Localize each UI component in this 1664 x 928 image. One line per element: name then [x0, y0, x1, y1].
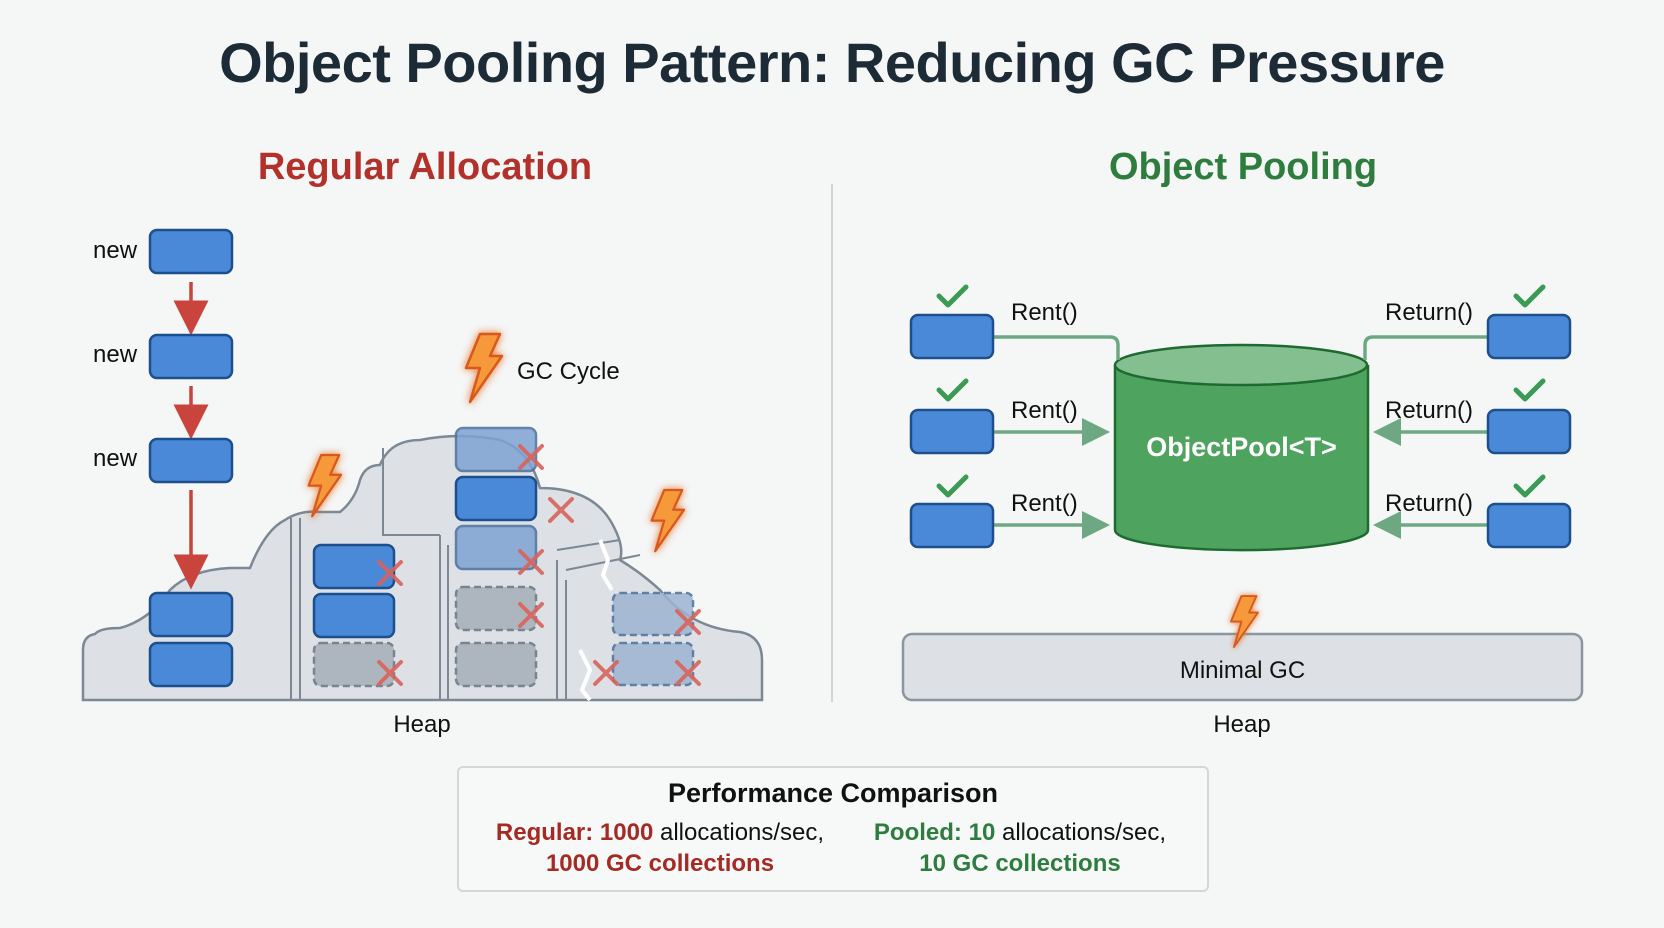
check-icon	[1513, 474, 1546, 498]
dead-object	[611, 641, 695, 687]
regular-allocations: 1000	[599, 819, 654, 846]
regular-allocations-suffix: allocations/sec,	[653, 819, 825, 846]
return-label-1: Return()	[1385, 299, 1474, 326]
section-divider	[831, 184, 833, 702]
rent-label-3: Rent()	[1011, 490, 1078, 517]
gc-cycle-bolt-icon	[464, 332, 504, 404]
rented-object-2	[909, 408, 995, 455]
pooled-stats-line1: Pooled: 10 allocations/sec,	[850, 819, 1190, 847]
gc-bolt-icon	[307, 453, 343, 518]
collected-x-icon	[518, 444, 544, 470]
returned-object-1	[1486, 313, 1572, 360]
check-icon	[936, 474, 969, 498]
rented-object-1	[909, 313, 995, 360]
object-pool-cylinder[interactable]	[1113, 343, 1370, 552]
regular-stats-line1: Regular: 1000 allocations/sec,	[470, 819, 850, 847]
collected-x-icon	[675, 660, 701, 686]
collected-x-icon	[593, 660, 619, 686]
returned-object-3	[1486, 502, 1572, 549]
dead-object	[611, 591, 695, 637]
check-icon	[1513, 378, 1546, 402]
pooled-allocations: 10	[968, 819, 996, 846]
heap-object	[312, 592, 396, 639]
dead-object	[454, 641, 538, 688]
minimal-gc-label: Minimal GC	[1179, 657, 1306, 684]
return-connectors	[1363, 335, 1488, 539]
collected-x-icon	[518, 602, 544, 628]
collected-x-icon	[518, 549, 544, 575]
collected-x-icon	[548, 497, 574, 523]
minimal-gc-bolt-icon	[1230, 595, 1259, 648]
pooled-collections: 10 GC collections	[919, 850, 1121, 877]
pooled-allocations-suffix: allocations/sec,	[995, 819, 1167, 846]
returned-object-2	[1486, 408, 1572, 455]
pooled-prefix: Pooled:	[873, 819, 969, 846]
rent-label-2: Rent()	[1011, 397, 1078, 424]
gc-cycle-label: GC Cycle	[517, 358, 620, 385]
heap-object	[148, 591, 234, 638]
new-object-1	[148, 228, 234, 275]
heap-object	[454, 475, 538, 522]
new-object-2	[148, 333, 234, 380]
left-heap-label: Heap	[393, 711, 451, 738]
new-label-2: new	[93, 341, 138, 368]
new-object-3	[148, 437, 234, 484]
check-icon	[936, 378, 969, 402]
object-pooling-title: Object Pooling	[1108, 146, 1378, 188]
rent-connectors	[993, 335, 1120, 539]
performance-comparison-box	[457, 766, 1209, 892]
new-label-1: new	[93, 237, 138, 264]
heap-object	[148, 641, 234, 688]
gc-bolt-icon	[650, 488, 686, 553]
right-heap-label: Heap	[1213, 711, 1271, 738]
dead-object	[454, 524, 538, 571]
regular-prefix: Regular:	[495, 819, 600, 846]
fragmented-heap	[81, 434, 764, 702]
object-pool-label: ObjectPool<T>	[1146, 432, 1337, 462]
performance-comparison-title: Performance Comparison	[667, 778, 999, 808]
collected-x-icon	[675, 609, 701, 635]
check-icon	[1513, 284, 1546, 308]
rent-label-1: Rent()	[1011, 299, 1078, 326]
regular-collections: 1000 GC collections	[545, 850, 775, 877]
return-label-3: Return()	[1385, 490, 1474, 517]
collected-x-icon	[377, 660, 403, 686]
regular-allocation-title: Regular Allocation	[257, 146, 593, 188]
dead-object	[312, 641, 396, 688]
collected-x-icon	[377, 560, 403, 586]
rented-object-3	[909, 502, 995, 549]
main-title: Object Pooling Pattern: Reducing GC Pres…	[219, 31, 1445, 94]
check-icon	[936, 284, 969, 308]
return-label-2: Return()	[1385, 397, 1474, 424]
new-label-3: new	[93, 445, 138, 472]
